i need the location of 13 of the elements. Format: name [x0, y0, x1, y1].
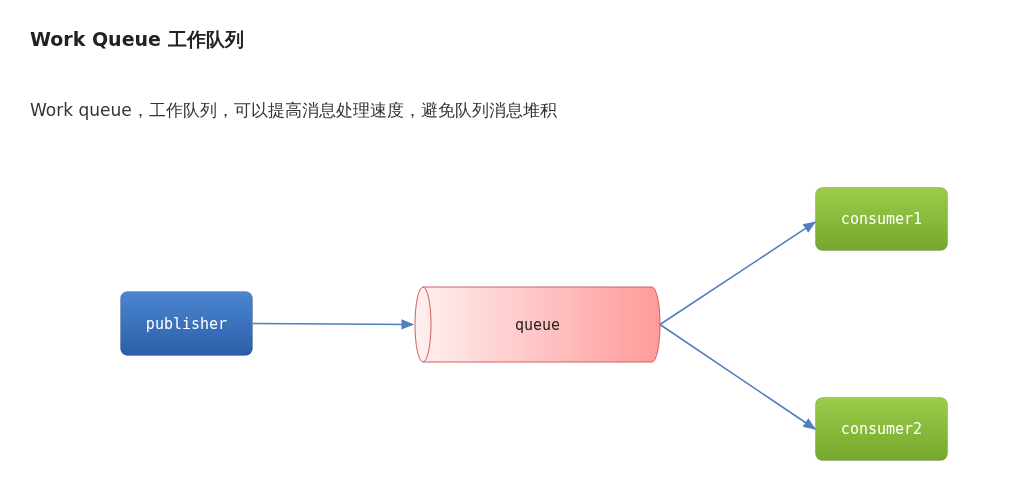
process-box	[120, 291, 253, 356]
description-text: Work queue，工作队列，可以提高消息处理速度，避免队列消息堆积	[30, 99, 557, 122]
node-label: publisher	[145, 314, 228, 333]
node-label: consumer1	[840, 210, 923, 228]
queue-cylinder	[415, 287, 660, 362]
arrow	[252, 319, 415, 330]
node-label: consumer2	[840, 420, 923, 438]
process-box	[815, 187, 948, 251]
node-label: queue	[514, 315, 561, 334]
process-box	[815, 397, 948, 461]
arrow	[659, 323, 817, 430]
arrow	[659, 221, 817, 326]
title: Work Queue 工作队列	[30, 27, 244, 52]
